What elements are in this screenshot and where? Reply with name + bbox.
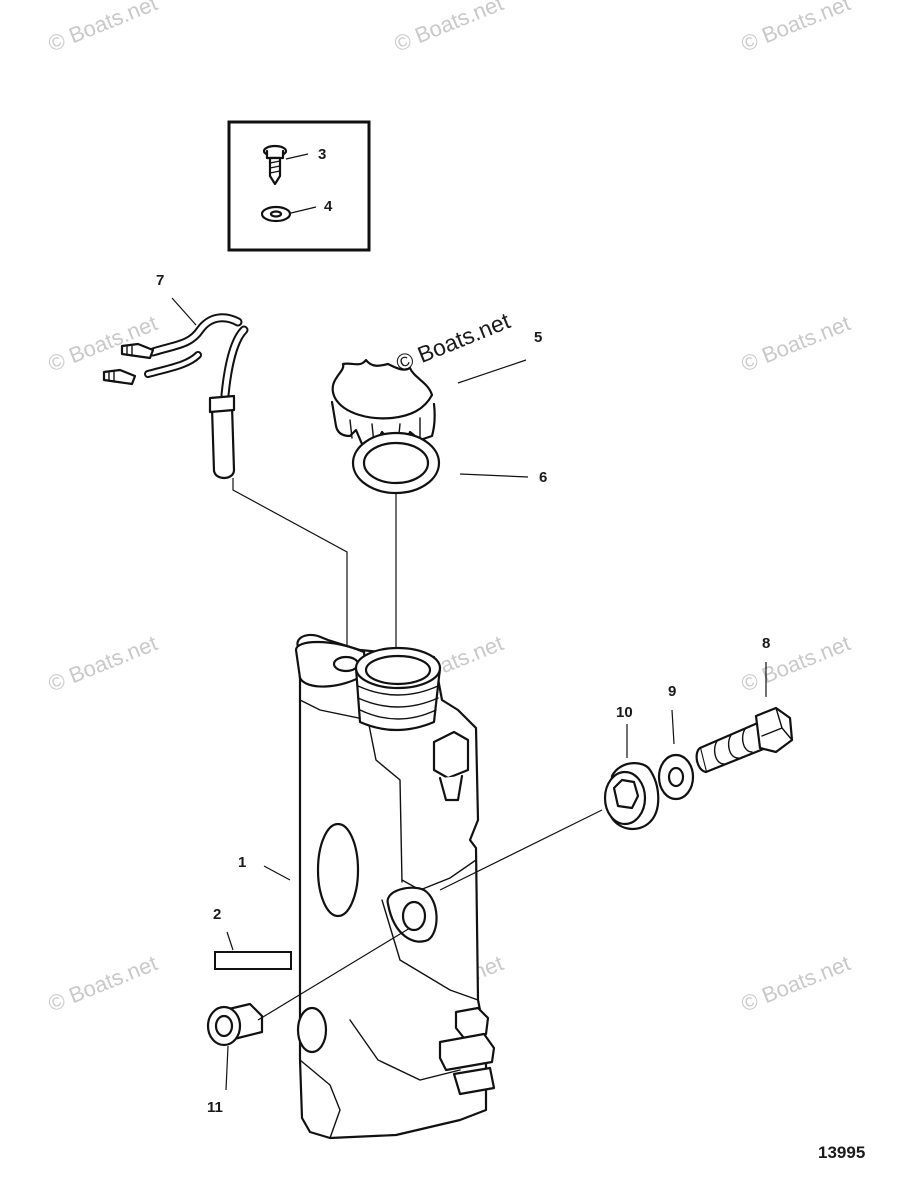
callout-4: 4 (324, 198, 333, 215)
callout-9: 9 (668, 683, 676, 700)
callout-8: 8 (762, 635, 770, 652)
watermark: © Boats.net (45, 630, 161, 696)
screw-part-3 (262, 144, 288, 186)
watermark: © Boats.net (391, 0, 507, 57)
watermark: © Boats.net (45, 310, 161, 376)
watermark: © Boats.net (45, 0, 161, 57)
decal-part-2 (214, 951, 292, 970)
watermark: © Boats.net (738, 950, 854, 1016)
callout-10: 10 (616, 704, 633, 721)
callout-7: 7 (156, 272, 164, 289)
bolt-part-8 (695, 706, 794, 774)
watermark: © Boats.net (738, 630, 854, 696)
callout-11: 11 (207, 1099, 223, 1116)
washer-part-9 (657, 753, 695, 801)
watermark: © Boats.net (45, 950, 161, 1016)
callout-1: 1 (238, 854, 246, 871)
watermark: © Boats.net (738, 310, 854, 376)
callout-5: 5 (534, 329, 542, 346)
watermark: © Boats.net (738, 0, 854, 57)
inset-box (227, 120, 371, 252)
callout-labels: 1 2 3 4 5 6 7 8 9 10 11 (156, 146, 770, 1116)
drawing-number: 13995 (818, 1143, 865, 1162)
sensor-part-7 (102, 313, 249, 480)
callout-3: 3 (318, 146, 326, 163)
watermark-prominent: © Boats.net (392, 307, 514, 376)
gasket-part-6 (351, 431, 441, 495)
cap-part-5 (330, 358, 436, 446)
callout-6: 6 (539, 469, 547, 486)
filler-neck (354, 646, 442, 732)
callout-2: 2 (213, 906, 221, 923)
housing-part-1 (294, 633, 496, 1140)
bushing-part-11 (206, 1002, 264, 1047)
plug-part-10 (603, 762, 660, 831)
washer-part-4 (260, 205, 292, 223)
